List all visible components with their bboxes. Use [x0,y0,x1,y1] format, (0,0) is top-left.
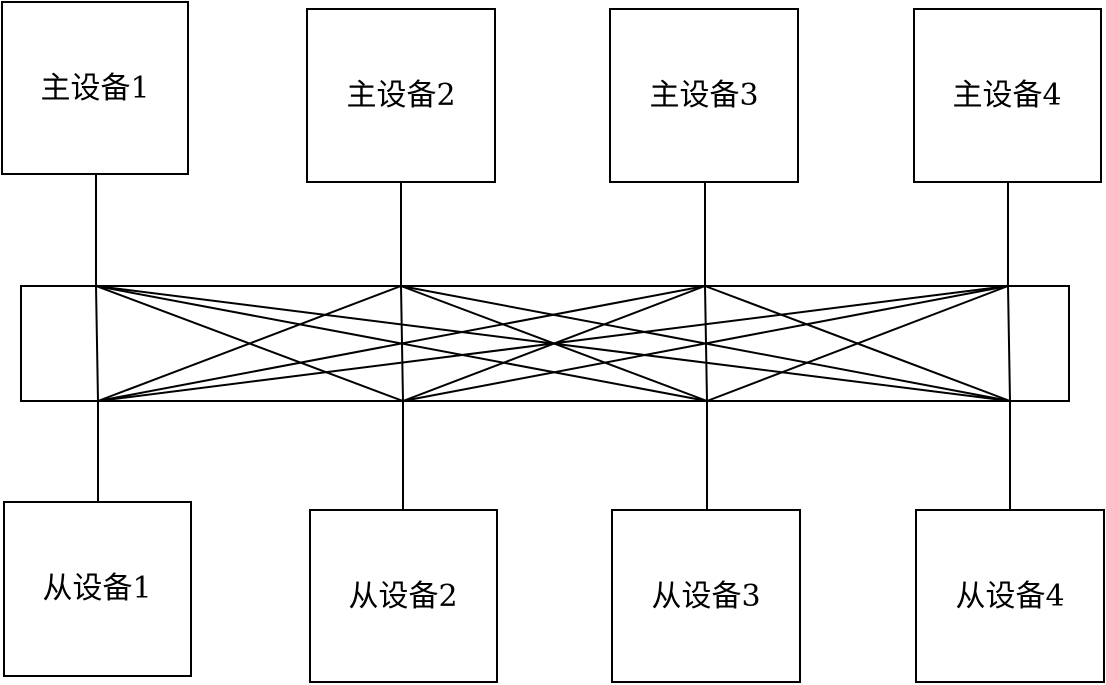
master-device-2: 主设备2 [306,8,496,183]
master-device-4: 主设备4 [913,8,1102,183]
connection-master-3-to-slave-1 [97,285,706,402]
master-device-3: 主设备3 [609,8,799,183]
slave-device-3: 从设备3 [611,509,801,683]
interconnect-band [20,285,1070,402]
slave-device-4-label: 从设备4 [955,579,1064,614]
connection-master-4-to-slave-2 [402,285,1009,402]
master-device-3-label: 主设备3 [649,78,758,113]
connection-master-4-to-slave-3 [706,285,1009,402]
connection-master-1-to-slave-1 [95,285,99,402]
master-device-2-label: 主设备2 [346,78,455,113]
master-device-4-label: 主设备4 [952,78,1061,113]
master-device-1: 主设备1 [1,1,189,175]
connection-master-2-to-slave-1 [97,285,402,402]
slave-device-3-label: 从设备3 [651,579,760,614]
slave-device-4: 从设备4 [915,509,1105,683]
slave-device-2: 从设备2 [309,509,498,683]
crossbar-connections [95,285,1011,402]
connection-master-4-to-slave-4 [1007,285,1011,402]
slave-device-1-label: 从设备1 [42,571,151,606]
slave-device-1: 从设备1 [3,501,192,677]
slave-device-2-label: 从设备2 [348,579,457,614]
connection-master-4-to-slave-1 [97,285,1009,402]
master-device-1-label: 主设备1 [40,71,149,106]
